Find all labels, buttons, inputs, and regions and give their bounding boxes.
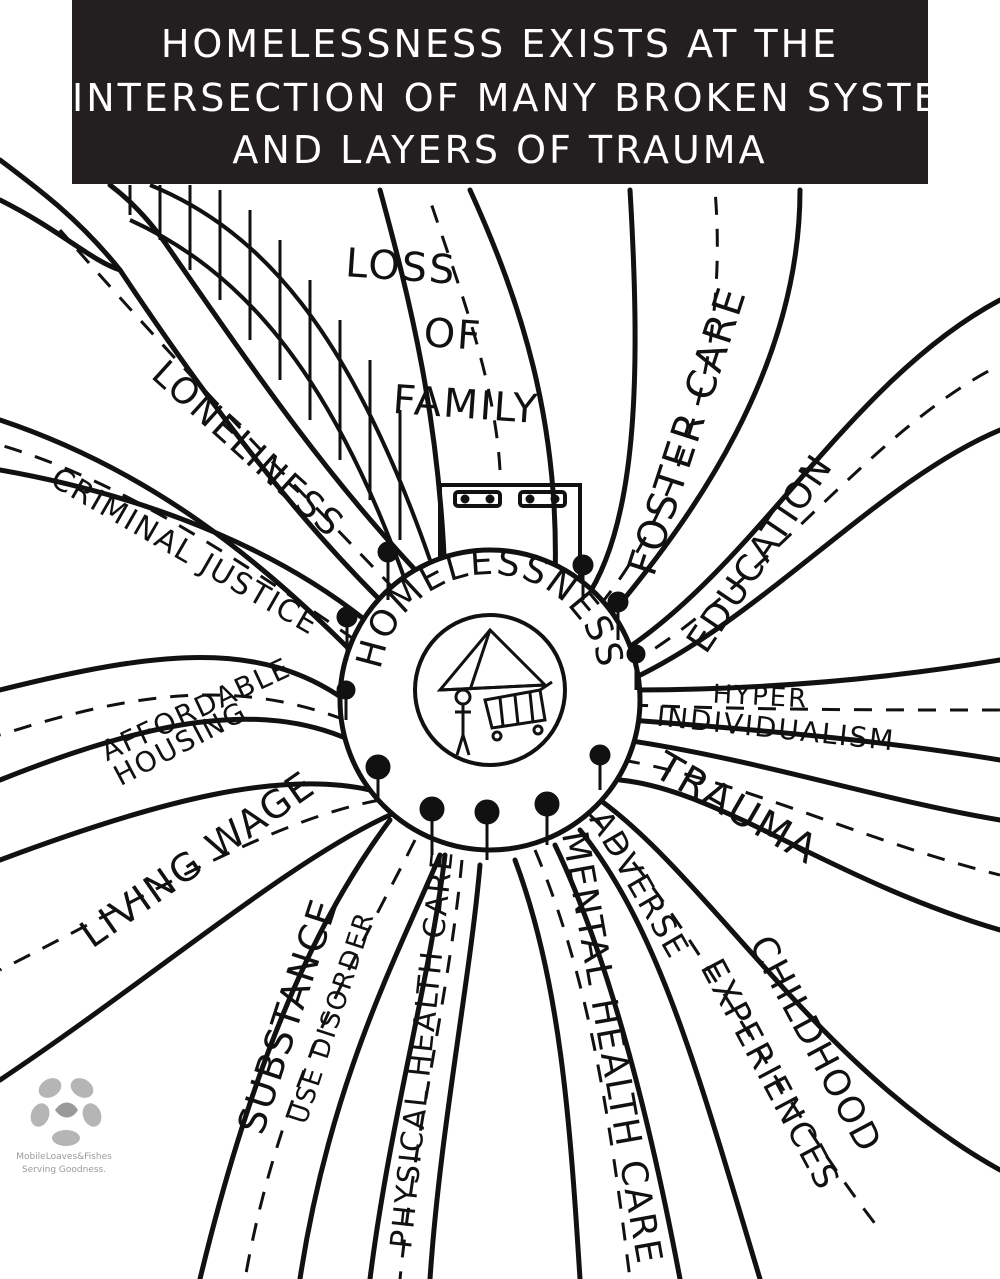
label-loss-of-family-1: LOSS <box>344 240 458 294</box>
title-line-1: HOMELESSNESS EXISTS AT THE <box>72 22 928 66</box>
label-loss-of-family-3: FAMILY <box>391 377 540 433</box>
title-line-3: AND LAYERS OF TRAUMA <box>72 128 928 172</box>
title-banner: HOMELESSNESS EXISTS AT THE INTERSECTION … <box>72 0 928 184</box>
logo-name: MobileLoaves&Fishes <box>4 1152 124 1162</box>
label-physical-health-care: PHYSICAL HEALTH CARE <box>384 848 461 1250</box>
label-loss-of-family-2: OF <box>422 310 484 360</box>
label-living-wage: LIVING WAGE <box>72 762 323 956</box>
title-line-2: INTERSECTION OF MANY BROKEN SYSTEMS <box>72 76 928 120</box>
logo-tagline: Serving Goodness. <box>4 1165 124 1175</box>
mobile-loaves-fishes-logo <box>27 1074 104 1146</box>
